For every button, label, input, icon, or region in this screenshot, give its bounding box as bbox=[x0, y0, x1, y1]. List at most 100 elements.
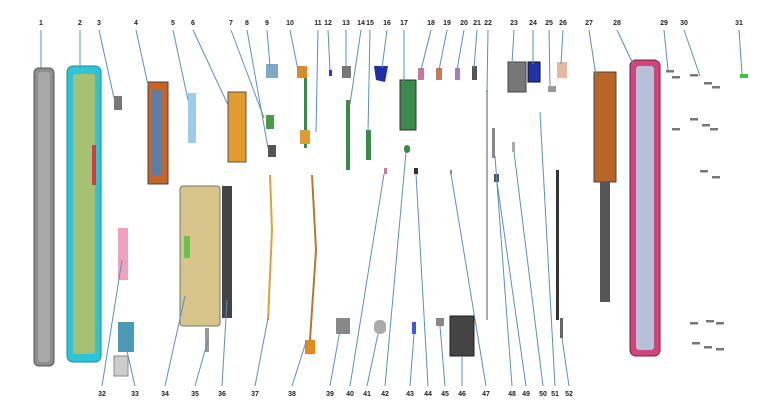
callout-label-33: 33 bbox=[131, 391, 139, 398]
leader-line-44 bbox=[415, 173, 429, 387]
screw-icon bbox=[704, 346, 712, 349]
leader-line-9 bbox=[266, 29, 271, 67]
callout-label-32: 32 bbox=[98, 391, 106, 398]
part-38-flex-cable bbox=[309, 174, 318, 341]
part-43 bbox=[412, 322, 416, 334]
callout-label-17: 17 bbox=[400, 20, 408, 27]
part-battery bbox=[179, 185, 221, 327]
callout-label-18: 18 bbox=[427, 20, 435, 27]
leader-line-14 bbox=[349, 29, 362, 105]
leader-line-11 bbox=[315, 29, 319, 133]
screw-icon bbox=[690, 322, 698, 325]
callout-label-15: 15 bbox=[366, 20, 374, 27]
parts-layer bbox=[33, 59, 748, 377]
screw-icon bbox=[710, 128, 718, 131]
screw-icon bbox=[704, 82, 712, 85]
callout-label-46: 46 bbox=[458, 391, 466, 398]
callout-label-36: 36 bbox=[218, 391, 226, 398]
leader-line-25 bbox=[548, 29, 551, 87]
screw-icon bbox=[692, 342, 700, 345]
screw-icon bbox=[706, 320, 714, 323]
callout-label-39: 39 bbox=[326, 391, 334, 398]
leader-line-7 bbox=[230, 29, 265, 119]
part-10-flex bbox=[304, 78, 307, 148]
part-22-wire bbox=[486, 90, 488, 320]
part-mid-frame-inner bbox=[73, 74, 95, 354]
callout-label-22: 22 bbox=[484, 20, 492, 27]
part-14-flex bbox=[346, 100, 350, 170]
part-32-pad bbox=[118, 228, 128, 280]
callout-label-52: 52 bbox=[565, 391, 573, 398]
callout-label-4: 4 bbox=[134, 20, 138, 27]
callout-label-25: 25 bbox=[545, 20, 553, 27]
part-40 bbox=[384, 168, 387, 174]
callout-label-37: 37 bbox=[251, 391, 259, 398]
leader-line-29 bbox=[663, 29, 669, 71]
part-15 bbox=[366, 130, 371, 160]
leader-line-35 bbox=[194, 339, 209, 387]
part-51-strip bbox=[556, 170, 559, 320]
leader-line-38 bbox=[291, 341, 307, 387]
leader-line-49 bbox=[496, 181, 527, 387]
callout-label-38: 38 bbox=[288, 391, 296, 398]
part-37-flex-cable bbox=[267, 174, 274, 321]
screw-icon bbox=[716, 348, 724, 351]
callout-label-7: 7 bbox=[229, 20, 233, 27]
leader-line-31 bbox=[738, 29, 743, 75]
leader-line-47 bbox=[450, 173, 487, 387]
screw-icon bbox=[690, 74, 698, 77]
leader-line-37 bbox=[254, 317, 269, 387]
callout-label-13: 13 bbox=[342, 20, 350, 27]
callout-label-28: 28 bbox=[613, 20, 621, 27]
leader-line-16 bbox=[381, 29, 388, 69]
screw-icon bbox=[712, 86, 720, 89]
part-main-pcb-bracket-shield bbox=[152, 90, 162, 175]
part-31-screw bbox=[740, 74, 748, 78]
part-camera-module bbox=[227, 91, 247, 163]
callout-label-51: 51 bbox=[551, 391, 559, 398]
leader-lines bbox=[40, 29, 743, 387]
part-21 bbox=[472, 66, 477, 80]
leader-line-40 bbox=[349, 173, 385, 387]
leader-line-33 bbox=[123, 337, 136, 387]
leader-line-26 bbox=[560, 29, 564, 65]
leader-line-8 bbox=[246, 29, 269, 149]
callout-label-27: 27 bbox=[585, 20, 593, 27]
leader-line-18 bbox=[420, 29, 432, 71]
leader-line-21 bbox=[473, 29, 478, 69]
leader-line-39 bbox=[329, 329, 341, 387]
part-8 bbox=[268, 145, 276, 157]
leader-line-23 bbox=[511, 29, 515, 65]
part-46-speaker-box bbox=[449, 315, 475, 357]
part-39 bbox=[336, 318, 350, 334]
screw-icon bbox=[672, 76, 680, 79]
callout-label-16: 16 bbox=[383, 20, 391, 27]
callout-label-43: 43 bbox=[406, 391, 414, 398]
callout-label-45: 45 bbox=[441, 391, 449, 398]
part-36-gasket bbox=[222, 186, 232, 318]
callout-label-12: 12 bbox=[324, 20, 332, 27]
leader-line-22 bbox=[486, 29, 489, 93]
callout-label-1: 1 bbox=[39, 20, 43, 27]
screws-layer bbox=[666, 70, 724, 351]
part-42 bbox=[404, 145, 410, 153]
callout-label-11: 11 bbox=[314, 20, 322, 27]
part-16 bbox=[374, 66, 388, 82]
part-44 bbox=[414, 168, 418, 174]
leader-line-51 bbox=[539, 111, 556, 387]
callout-label-24: 24 bbox=[529, 20, 537, 27]
part-17-board bbox=[399, 79, 417, 131]
leader-line-45 bbox=[439, 325, 446, 387]
part-47 bbox=[450, 170, 452, 174]
callout-label-3: 3 bbox=[97, 20, 101, 27]
part-5 bbox=[188, 93, 196, 143]
part-52 bbox=[560, 318, 563, 338]
callout-label-30: 30 bbox=[680, 20, 688, 27]
callout-label-31: 31 bbox=[735, 20, 743, 27]
callout-label-20: 20 bbox=[460, 20, 468, 27]
part-50 bbox=[512, 142, 515, 152]
callout-label-35: 35 bbox=[191, 391, 199, 398]
callout-label-21: 21 bbox=[473, 20, 481, 27]
leader-line-4 bbox=[135, 29, 149, 86]
